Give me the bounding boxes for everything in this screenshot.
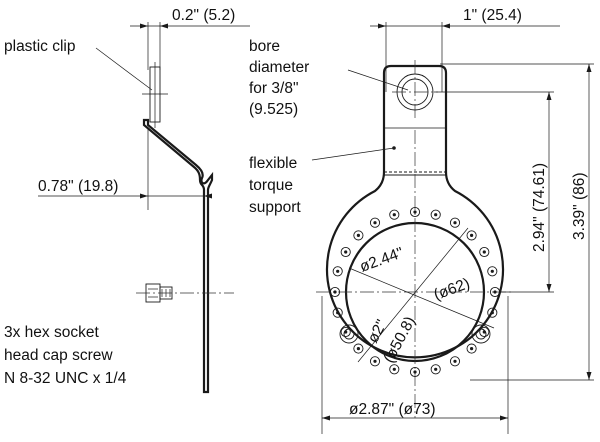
mounting-hole xyxy=(430,209,441,220)
mounting-hole xyxy=(466,343,477,354)
mounting-hole xyxy=(449,217,461,228)
mounting-hole xyxy=(409,206,421,218)
flexible-leader xyxy=(311,147,395,161)
front-view: 1" (25.4) ø2.44" (ø62) ø2" xyxy=(249,7,594,434)
mounting-hole-center xyxy=(470,347,474,351)
mounting-hole xyxy=(487,307,498,318)
mounting-hole-center xyxy=(336,311,340,315)
mounting-hole-center xyxy=(434,213,438,217)
pcd-large-label: ø2.44" xyxy=(358,244,406,275)
bore-label-line1: bore xyxy=(249,38,280,55)
mounting-hole xyxy=(353,230,364,241)
flexible-label-line1: flexible xyxy=(249,155,297,172)
offset-dimension: 0.78" (19.8) xyxy=(38,178,118,195)
tab-width-dimension: 1" (25.4) xyxy=(463,7,522,24)
flexible-label-line2: torque xyxy=(249,177,293,194)
mounting-hole xyxy=(332,266,343,277)
mounting-hole-center xyxy=(344,250,348,254)
mounting-hole-center xyxy=(356,347,360,351)
mounting-hole xyxy=(329,286,341,298)
mounting-hole xyxy=(430,364,441,375)
mounting-hole xyxy=(489,286,501,298)
mounting-hole-center xyxy=(413,210,417,214)
mounting-hole-center xyxy=(470,233,474,237)
plastic-clip-leader xyxy=(95,47,153,91)
mounting-hole xyxy=(353,343,364,354)
mounting-hole-center xyxy=(490,311,494,315)
mounting-hole-pattern xyxy=(329,206,501,378)
mounting-hole-center xyxy=(333,290,337,294)
screw-hole-bottom-right xyxy=(471,324,491,344)
outer-diameter-dimension: ø2.87" (ø73) xyxy=(349,401,435,418)
total-height-dimension: 3.39" (86) xyxy=(571,172,588,240)
bore-label-line2: diameter xyxy=(249,59,309,76)
mounting-hole xyxy=(479,246,490,258)
mounting-hole xyxy=(466,230,477,241)
mounting-hole-center xyxy=(490,269,494,273)
side-view: 0.2" (5.2) plastic clip 0.78" (19.8) 3x … xyxy=(4,7,250,394)
mounting-hole xyxy=(369,217,381,228)
bore-leader xyxy=(347,69,409,91)
center-height-dimension: 2.94" (74.61) xyxy=(531,163,548,252)
mounting-hole-center xyxy=(493,290,497,294)
bore-label-line3: for 3/8" xyxy=(249,80,298,97)
mounting-hole-center xyxy=(336,269,340,273)
mounting-hole-center xyxy=(453,221,457,225)
mounting-hole-center xyxy=(392,213,396,217)
mounting-hole xyxy=(487,266,498,277)
pcd-large-mm-label: (ø62) xyxy=(432,275,473,304)
screw-label-line3: N 8-32 UNC x 1/4 xyxy=(4,370,127,387)
mounting-hole-center xyxy=(413,370,417,374)
mounting-hole xyxy=(479,326,490,338)
bracket-profile xyxy=(142,118,214,394)
mounting-hole-center xyxy=(434,367,438,371)
flexible-label-line3: support xyxy=(249,199,301,216)
mounting-hole xyxy=(332,307,343,318)
mounting-hole xyxy=(340,326,351,338)
clip-width-dimension: 0.2" (5.2) xyxy=(172,7,235,24)
screw-label-line2: head cap screw xyxy=(4,347,113,364)
mounting-hole xyxy=(409,366,421,378)
mounting-hole xyxy=(340,246,351,258)
screw-label-line1: 3x hex socket xyxy=(4,324,99,341)
screw-hole-bottom-left xyxy=(339,324,359,344)
mounting-hole-center xyxy=(392,367,396,371)
mounting-hole xyxy=(449,356,461,367)
mounting-hole-center xyxy=(373,359,377,363)
mounting-hole-center xyxy=(453,359,457,363)
mounting-hole xyxy=(389,209,400,220)
mounting-hole xyxy=(389,364,400,375)
mounting-hole-center xyxy=(373,221,377,225)
bore-label-line4: (9.525) xyxy=(249,101,298,118)
mounting-hole-center xyxy=(482,250,486,254)
plastic-clip-label: plastic clip xyxy=(4,38,76,55)
mounting-hole xyxy=(369,356,381,367)
mounting-hole-center xyxy=(356,233,360,237)
